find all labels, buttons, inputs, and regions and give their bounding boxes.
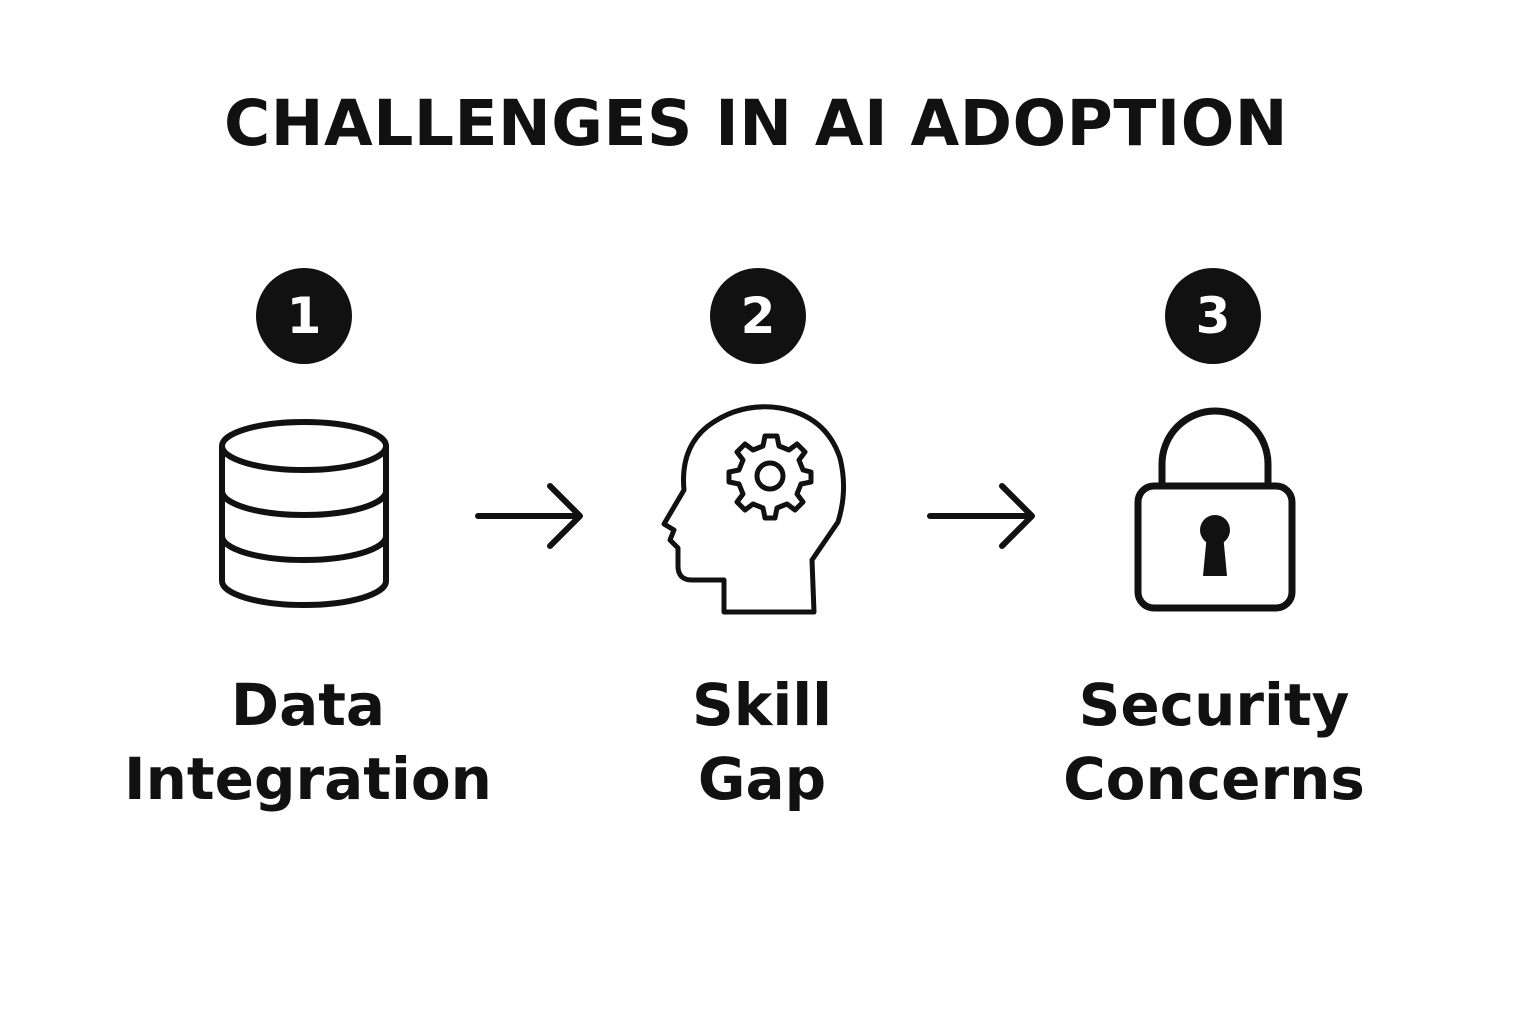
- head-gear-icon: [661, 404, 847, 615]
- database-icon: [219, 419, 389, 608]
- step-3-label-line-1: Security: [1078, 671, 1350, 739]
- step-2-label: Skill Gap: [552, 668, 972, 816]
- page-title: CHALLENGES IN AI ADOPTION: [223, 87, 1289, 160]
- step-1-label-line-2: Integration: [124, 745, 492, 813]
- gear-icon: [726, 433, 814, 521]
- step-1-number-badge: 1: [256, 268, 352, 364]
- step-1-label-line-1: Data: [230, 671, 386, 739]
- step-2-label-line-1: Skill: [692, 671, 832, 739]
- step-3-label: Security Concerns: [1004, 668, 1424, 816]
- padlock-icon: [1134, 407, 1296, 612]
- arrow-right-icon: [927, 483, 1035, 549]
- step-3-label-line-2: Concerns: [1063, 745, 1365, 813]
- arrow-right-icon: [475, 483, 583, 549]
- step-2-label-line-2: Gap: [697, 745, 827, 813]
- keyhole-icon: [1200, 515, 1230, 576]
- step-2-number-badge: 2: [710, 268, 806, 364]
- step-1-label: Data Integration: [98, 668, 518, 816]
- step-3-number-badge: 3: [1165, 268, 1261, 364]
